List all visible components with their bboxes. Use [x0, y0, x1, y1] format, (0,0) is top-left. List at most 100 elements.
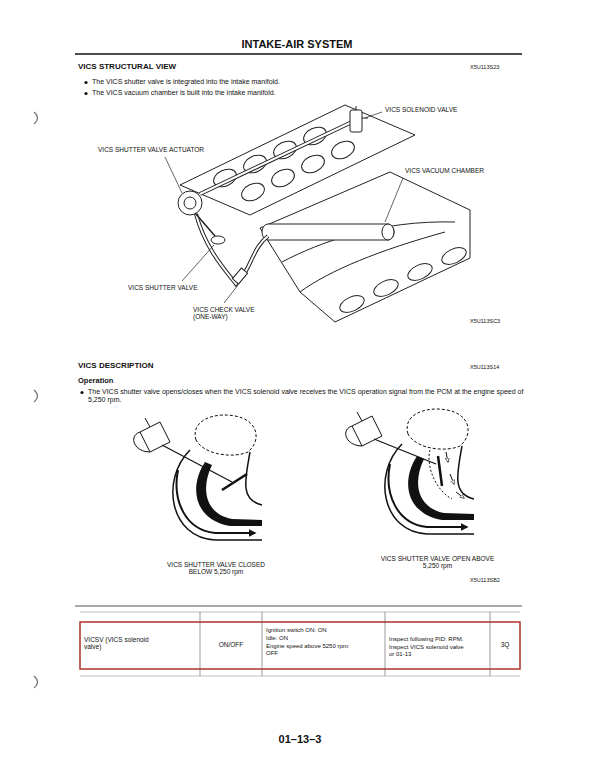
shutter-valve-actuator [178, 191, 215, 236]
actuator-dome [134, 432, 150, 452]
actuator-rod [162, 445, 232, 482]
table-grid [75, 606, 522, 607]
table-cell: 3Q [490, 641, 520, 648]
table-cell: Inspect VICS solenoid valve or 01-13 [389, 644, 469, 658]
passage-wall [458, 446, 474, 499]
valve-plate [438, 456, 442, 486]
shutter-valve [211, 236, 225, 244]
open-flow [429, 450, 452, 499]
table-grid [80, 612, 520, 676]
scan-mark [34, 676, 38, 688]
title-rule [75, 53, 522, 55]
runner-port [337, 292, 366, 316]
air-arrow [177, 470, 255, 533]
table-grid [490, 612, 491, 676]
vacuum-hose [200, 122, 352, 194]
actuator-dome [346, 426, 362, 446]
passage-wall [246, 452, 262, 505]
figure-caption: VICS SHUTTER VALVE OPEN ABOVE 5,250 rpm [380, 555, 495, 570]
plenum-outline [407, 409, 468, 449]
intake-port [239, 180, 268, 205]
table-grid [80, 676, 520, 677]
bullet-dot [84, 92, 87, 95]
vacuum-nipple [145, 418, 150, 427]
vacuum-hose [196, 214, 268, 284]
flow-arrow [446, 452, 464, 498]
intake-manifold [178, 105, 470, 322]
runner-line [300, 232, 445, 292]
check-valve [232, 268, 247, 284]
flow-arrow [456, 492, 464, 498]
figure-code: X5U113SB2 [470, 577, 530, 583]
runner-divider [408, 456, 474, 520]
intake-port [269, 166, 298, 191]
runner-port [405, 260, 434, 284]
leader-line [365, 112, 382, 118]
leader-line [165, 112, 403, 303]
intake-port [211, 124, 358, 205]
part-label: VICS CHECK VALVE (ONE-WAY) [193, 306, 268, 321]
runner-port [371, 276, 400, 300]
runner-port [439, 244, 468, 268]
vacuum-chamber [262, 224, 394, 240]
part-label: VICS SHUTTER VALVE [128, 284, 228, 291]
intake-port [329, 138, 358, 163]
shutter-valve-actuator [178, 191, 202, 215]
actuator [352, 416, 382, 446]
vacuum-hose [196, 122, 352, 284]
intake-port [299, 152, 328, 177]
subheading: Operation [78, 377, 178, 386]
figure-caption: VICS SHUTTER VALVE CLOSED BELOW 5,250 rp… [156, 561, 276, 576]
table-grid [262, 612, 263, 676]
solenoid-valve [350, 110, 362, 132]
section-heading: VICS STRUCTURAL VIEW [78, 62, 278, 71]
flow-arrow [446, 452, 448, 462]
bullet-dot [80, 391, 83, 394]
highlight-border [80, 622, 520, 669]
leader-line [165, 157, 182, 193]
vacuum-chamber [262, 224, 394, 240]
scan-mark [34, 112, 38, 688]
table-grid [80, 612, 520, 613]
bullet-dot [80, 81, 87, 394]
scan-mark [34, 112, 38, 124]
part-label: VICS VACUUM CHAMBER [405, 167, 525, 174]
runner-divider [196, 462, 262, 526]
table-grid [75, 606, 522, 676]
part-label: VICS SHUTTER VALVE ACTUATOR [98, 146, 228, 153]
leader-line [182, 245, 214, 281]
leader-line [224, 285, 238, 303]
vacuum-nipple [357, 412, 362, 421]
table-cell: ON/OFF [200, 641, 262, 648]
section-heading: VICS DESCRIPTION [78, 361, 278, 370]
shutter-closed-figure [134, 415, 262, 540]
table-grid [385, 612, 386, 676]
table-cell: VICSV (VICS solenoid valve) [84, 636, 164, 651]
table-cell: Inspect following PID: RPM. [389, 636, 489, 643]
figure-code: X5U113S23 [470, 64, 530, 70]
table-cell: Idle: ON [266, 635, 384, 642]
page-number: 01–13–3 [250, 733, 350, 746]
table-grid [200, 612, 201, 676]
solenoid-valve [350, 106, 368, 132]
figure-code: X5U113S14 [470, 364, 530, 370]
runner-port [337, 244, 468, 316]
bullet-text: The VICS shutter valve is integrated int… [92, 78, 512, 86]
bullet-dot [84, 81, 87, 84]
solenoid-valve [356, 106, 357, 110]
leader-line [385, 178, 403, 222]
vacuum-hose [200, 122, 352, 194]
table-cell: Engine speed above 5250 rpm: OFF [266, 643, 358, 657]
air-arrow [389, 464, 467, 527]
shutter-open-figure [346, 409, 474, 534]
page-title: INTAKE-AIR SYSTEM [170, 38, 424, 51]
scan-mark [34, 390, 38, 402]
passage-wall [173, 450, 262, 540]
flow-arrow [450, 474, 454, 484]
table-cell: Ignition switch ON: ON [266, 627, 384, 634]
body-text: The VICS shutter valve opens/closes when… [88, 388, 528, 404]
plenum-outline [195, 415, 256, 455]
valve-plate [222, 474, 247, 490]
passage-wall [385, 444, 474, 534]
